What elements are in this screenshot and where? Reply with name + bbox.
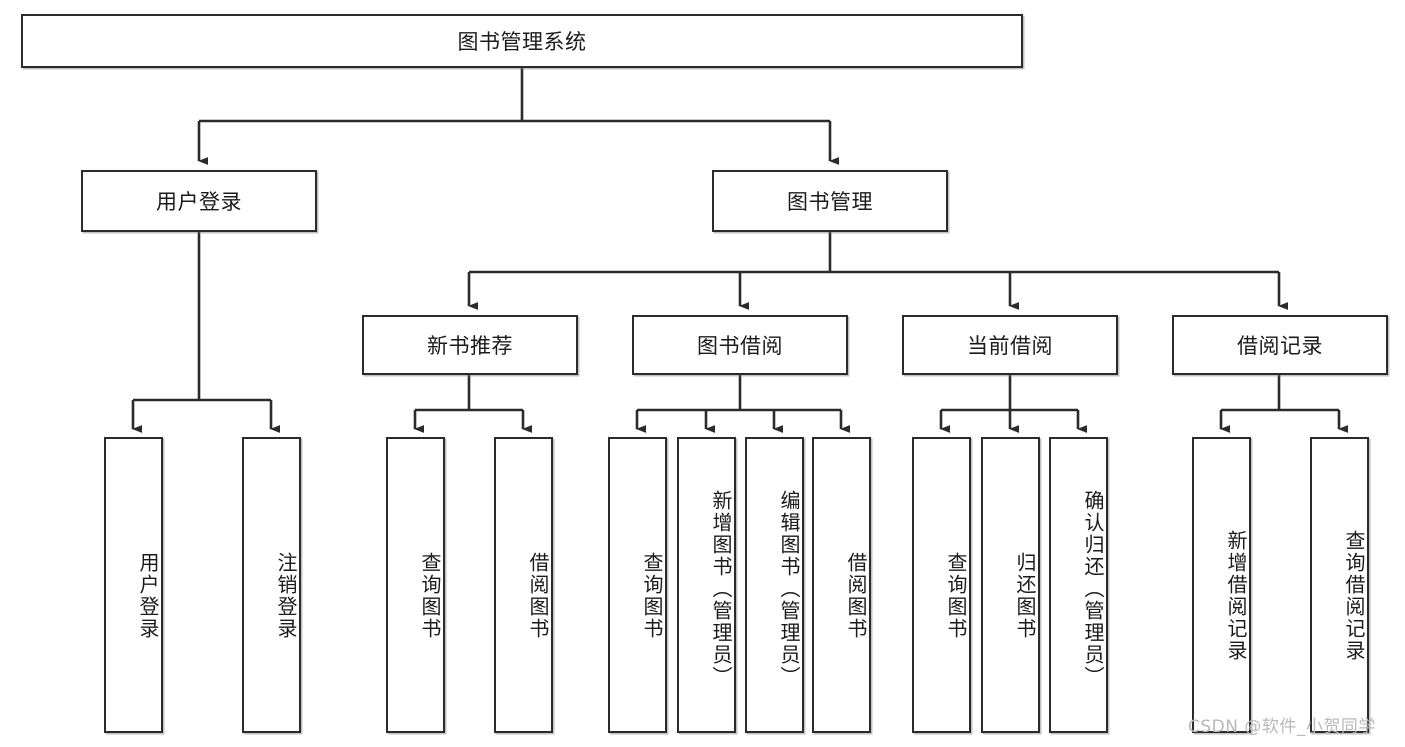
node-user-login-label: 用户登录 <box>156 190 242 214</box>
node-leaf-borrow-book-1-label: 借阅图书 <box>526 552 550 640</box>
node-leaf-add-record-label: 新增借阅记录 <box>1224 530 1248 662</box>
node-borrow-record-label: 借阅记录 <box>1237 334 1323 358</box>
node-leaf-add-record[interactable]: 新增借阅记录 <box>1192 437 1251 733</box>
node-book-borrow[interactable]: 图书借阅 <box>632 315 848 375</box>
node-leaf-query-book-2[interactable]: 查询图书 <box>608 437 667 733</box>
node-root[interactable]: 图书管理系统 <box>21 14 1023 68</box>
node-borrow-record[interactable]: 借阅记录 <box>1172 315 1388 375</box>
node-leaf-borrow-book-1[interactable]: 借阅图书 <box>494 437 553 733</box>
node-root-label: 图书管理系统 <box>457 30 587 54</box>
node-leaf-user-login-label: 用户登录 <box>136 552 160 640</box>
node-leaf-add-book[interactable]: 新增图书（管理员） <box>677 437 736 733</box>
node-current-borrow[interactable]: 当前借阅 <box>902 315 1118 375</box>
node-book-management-label: 图书管理 <box>787 190 873 214</box>
node-leaf-query-book-1-label: 查询图书 <box>418 552 442 640</box>
node-leaf-user-login[interactable]: 用户登录 <box>104 437 163 733</box>
node-new-book-recommend-label: 新书推荐 <box>427 334 513 358</box>
node-leaf-borrow-book-2[interactable]: 借阅图书 <box>812 437 871 733</box>
node-book-borrow-label: 图书借阅 <box>697 334 783 358</box>
node-leaf-logout-login-label: 注销登录 <box>274 552 298 640</box>
node-leaf-query-book-3[interactable]: 查询图书 <box>912 437 971 733</box>
node-book-management[interactable]: 图书管理 <box>712 170 948 232</box>
node-current-borrow-label: 当前借阅 <box>967 334 1053 358</box>
node-leaf-confirm-return-label: 确认归还（管理员） <box>1081 490 1105 688</box>
node-leaf-query-record[interactable]: 查询借阅记录 <box>1310 437 1369 733</box>
node-leaf-edit-book-label: 编辑图书（管理员） <box>777 490 801 688</box>
node-leaf-query-book-1[interactable]: 查询图书 <box>386 437 445 733</box>
node-leaf-query-book-2-label: 查询图书 <box>640 552 664 640</box>
node-leaf-query-book-3-label: 查询图书 <box>944 552 968 640</box>
node-leaf-add-book-label: 新增图书（管理员） <box>709 490 733 688</box>
node-leaf-query-record-label: 查询借阅记录 <box>1342 530 1366 662</box>
node-user-login[interactable]: 用户登录 <box>81 170 317 232</box>
node-leaf-borrow-book-2-label: 借阅图书 <box>844 552 868 640</box>
node-new-book-recommend[interactable]: 新书推荐 <box>362 315 578 375</box>
node-leaf-logout-login[interactable]: 注销登录 <box>242 437 301 733</box>
watermark: CSDN @软件_小贺同学 <box>1188 717 1376 737</box>
node-leaf-return-book-label: 归还图书 <box>1013 552 1037 640</box>
node-leaf-confirm-return[interactable]: 确认归还（管理员） <box>1049 437 1108 733</box>
node-leaf-edit-book[interactable]: 编辑图书（管理员） <box>745 437 804 733</box>
node-leaf-return-book[interactable]: 归还图书 <box>981 437 1040 733</box>
